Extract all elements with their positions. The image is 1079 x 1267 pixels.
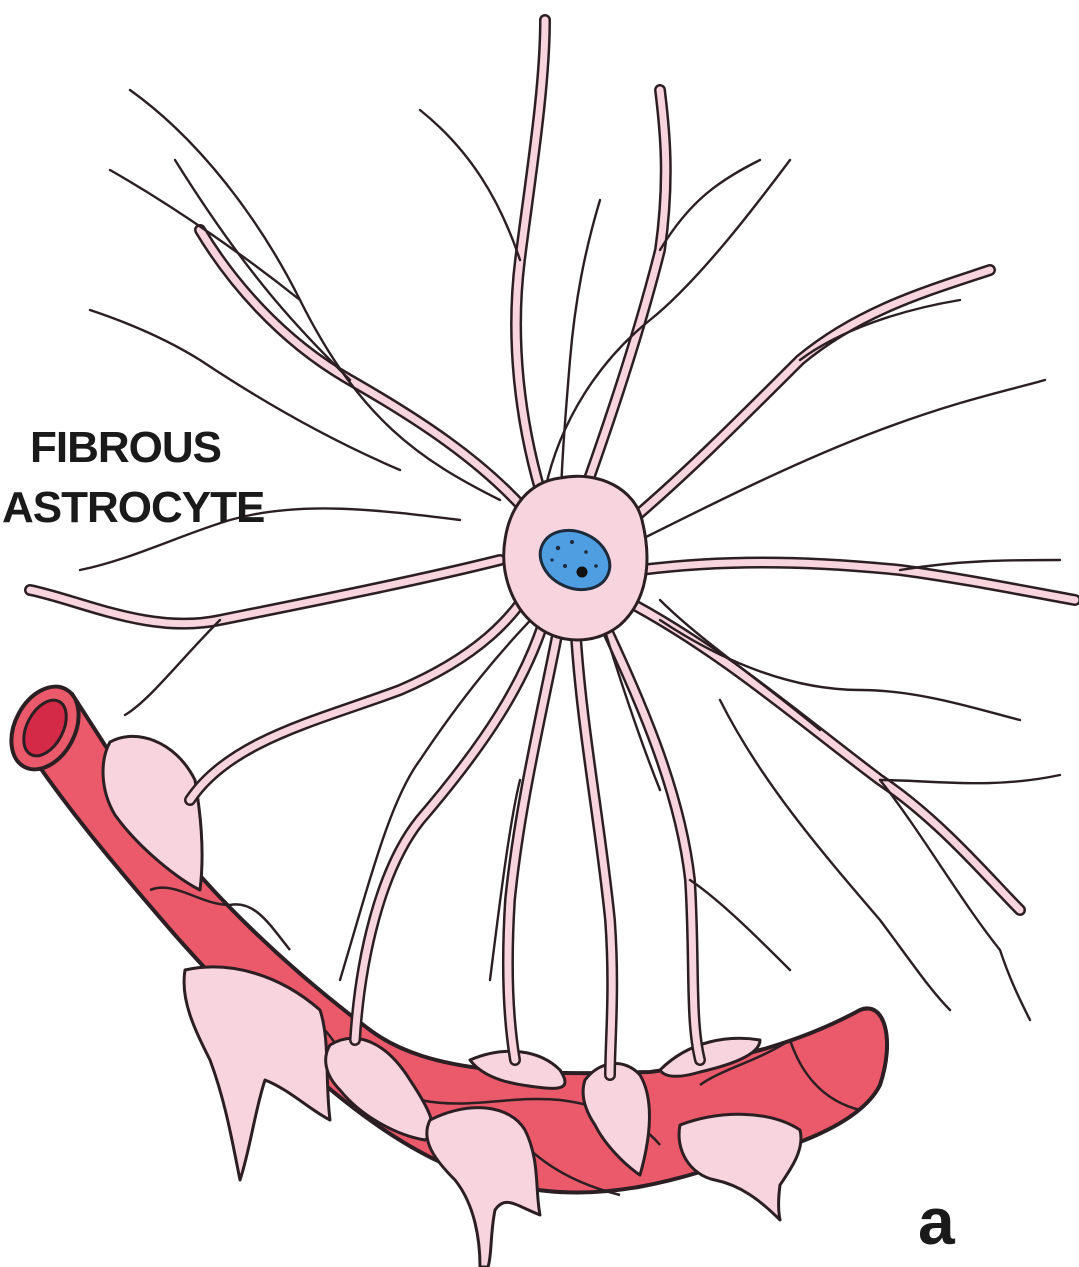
nucleolus	[577, 567, 588, 578]
label-line-astrocyte: ASTROCYTE	[2, 478, 322, 538]
astrocyte-cell	[504, 476, 647, 640]
end-foot	[679, 1114, 801, 1220]
label-line-fibrous: FIBROUS	[2, 418, 322, 478]
cell-type-label: FIBROUS ASTROCYTE	[2, 418, 322, 538]
panel-letter: a	[918, 1188, 954, 1254]
end-foot	[184, 967, 330, 1180]
end-foot	[427, 1108, 540, 1267]
